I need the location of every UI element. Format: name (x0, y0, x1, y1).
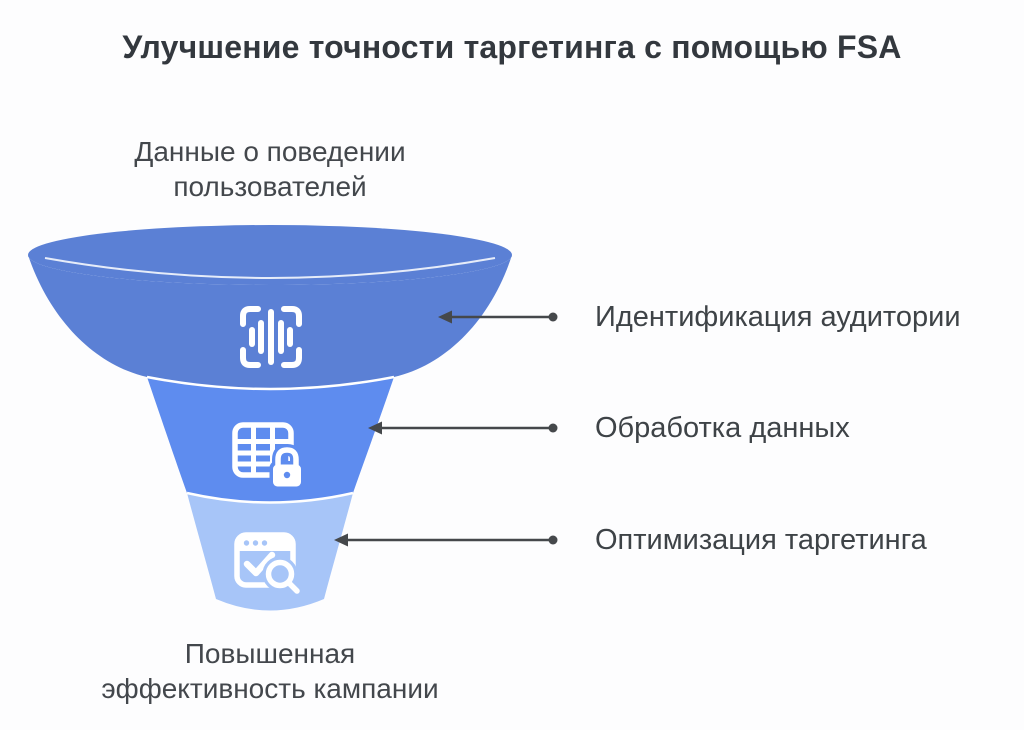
lock-keyhole (283, 471, 291, 479)
voice-scan-icon (240, 306, 302, 368)
stage-divider-1 (146, 375, 395, 391)
stage-label-2: Обработка данных (595, 412, 850, 444)
funnel-rim-highlight (44, 257, 496, 279)
stage-divider-2 (186, 491, 354, 504)
browser-dots (243, 540, 268, 546)
table-lock-icon (232, 422, 305, 490)
connector-line-1 (438, 310, 558, 324)
connector-line-2 (368, 421, 558, 435)
funnel-rim (28, 225, 512, 285)
browser-check-search-icon (234, 532, 305, 599)
arrowhead-icon (438, 310, 452, 324)
endpoint-dot (548, 423, 558, 433)
stage-label-1: Идентификация аудитории (595, 301, 961, 333)
stage-label-3: Оптимизация таргетинга (595, 524, 927, 556)
funnel-diagram (28, 225, 512, 611)
arrowhead-icon (368, 421, 382, 435)
funnel-stage-bottom (187, 493, 353, 611)
endpoint-dot (548, 535, 558, 545)
connector-line-3 (334, 533, 558, 547)
page-title: Улучшение точности таргетинга с помощью … (122, 29, 902, 66)
endpoint-dot (548, 312, 558, 322)
funnel-output-label: Повышенная эффективность кампании (101, 638, 439, 704)
funnel-input-label: Данные о поведении пользователей (134, 136, 406, 202)
arrowhead-icon (334, 533, 348, 547)
